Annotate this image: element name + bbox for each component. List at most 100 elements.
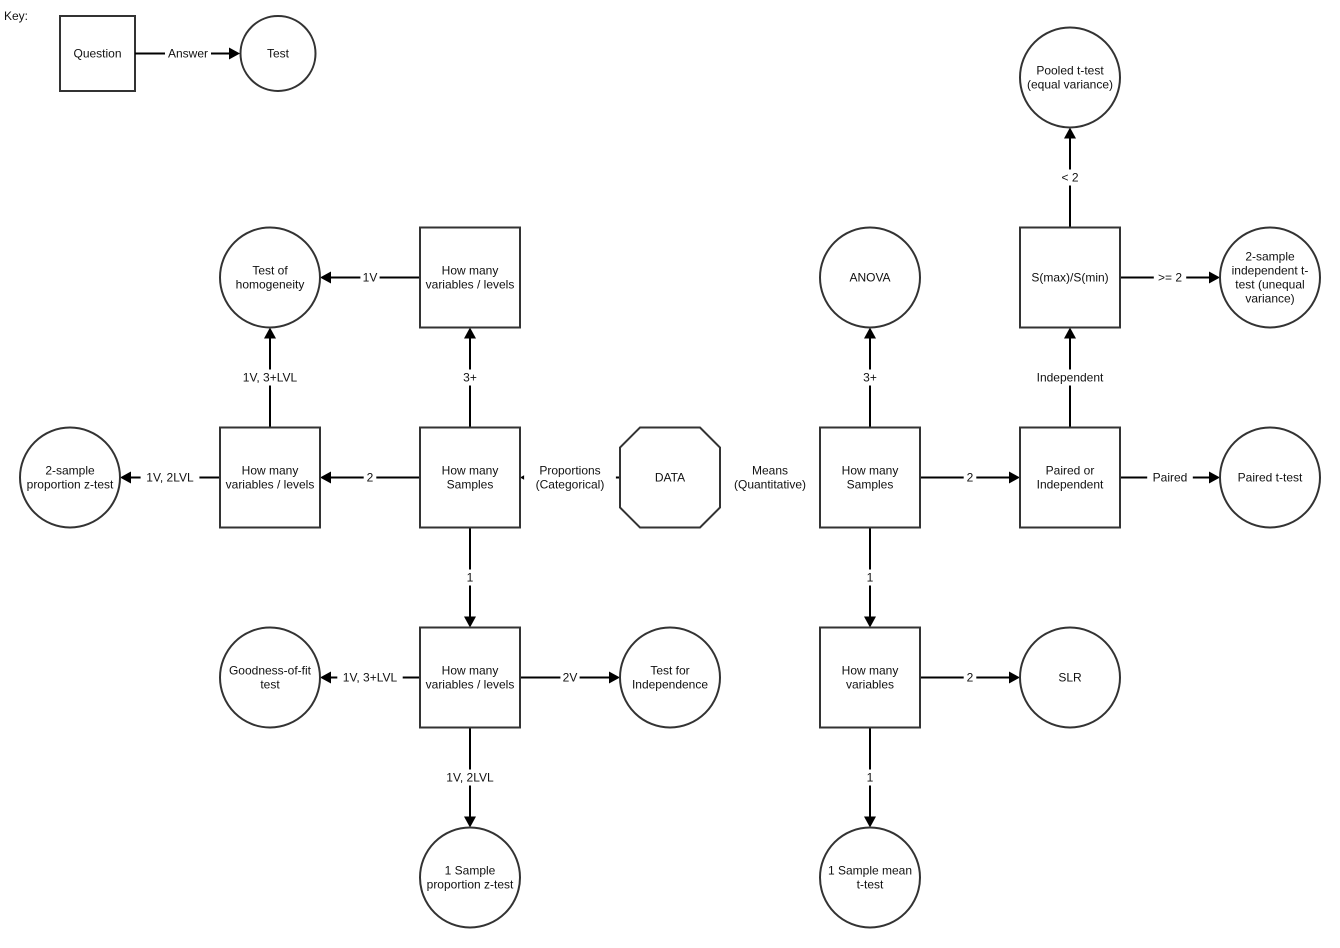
arrowhead-icon [1209,471,1220,484]
arrowhead-icon [609,671,620,684]
edge-prop-samples-to-prop-vars-top: 3+ [460,327,480,428]
edge-prop-vars-left-to-two-prop-z: 1V, 2LVL [120,469,220,486]
node-label: Goodness-of-fit [229,664,312,678]
node-label: variance) [1245,292,1294,306]
node-slr: SLR [1019,626,1121,729]
arrowhead-icon [320,271,331,284]
node-label: Samples [847,478,894,492]
node-label: How many [442,264,499,278]
edge-label: 1 [467,571,474,585]
key-arrowhead [229,47,240,60]
edge-data-to-prop-samples: Proportions(Categorical) [520,462,620,493]
edge-label: 3+ [863,371,877,385]
edge-label: 1V [363,271,378,285]
arrowhead-icon [864,616,876,628]
edge-label-bg [720,462,820,493]
node-label: variables / levels [426,278,515,292]
node-label: test (unequal [1235,278,1304,292]
node-label: (equal variance) [1027,78,1113,92]
key-question-node [59,15,136,92]
edge-label: Proportions [539,464,600,478]
arrowhead-icon [864,816,876,828]
arrowhead-icon [464,816,476,828]
edge-label: (Quantitative) [734,478,806,492]
key-answer-label-bg [165,45,211,61]
edge-label-bg [863,569,877,586]
node-label: SLR [1058,671,1082,685]
edge-label: >= 2 [1158,271,1182,285]
node-label: 1 Sample [445,864,496,878]
node-label: variables / levels [426,678,515,692]
edge-label-bg [460,369,480,386]
edge-label-bg [963,669,977,686]
node-label: independent t- [1232,264,1309,278]
edge-label-bg [860,369,880,386]
edge-label: 2 [367,471,374,485]
arrowhead-icon [1209,271,1220,284]
edge-label: 1V, 3+LVL [343,671,398,685]
edge-label-bg [1057,169,1083,186]
key-title: Key: [4,9,28,23]
edge-prop-vars-left-to-homogeneity: 1V, 3+LVL [237,327,303,428]
edge-label: < 2 [1061,171,1078,185]
edge-label-bg [360,269,380,286]
edge-label-bg [1147,469,1193,486]
edge-label: Means [752,464,788,478]
question-box [1019,226,1121,329]
node-label: How many [842,664,899,678]
test-circle [619,626,721,729]
edge-prop-vars-bottom-to-gof: 1V, 3+LVL [320,669,420,686]
node-label: Test of [252,264,288,278]
node-label: How many [442,464,499,478]
key-test-label: Test [267,47,290,61]
node-label: homogeneity [236,278,305,292]
test-circle [1219,426,1321,529]
edge-label-bg [1030,369,1110,386]
node-pooled-t: Pooled t-test(equal variance) [1019,26,1121,129]
node-label: Independent [1037,478,1104,492]
edge-label: Paired [1153,471,1188,485]
arrowhead-icon [1009,671,1020,684]
test-circle [1019,626,1121,729]
edge-prop-vars-bottom-to-independence: 2V [520,669,620,686]
question-box [819,626,921,729]
node-label: How many [842,464,899,478]
arrowhead-icon [1064,127,1076,139]
edge-label: 1V, 2LVL [146,471,194,485]
node-label: Paired or [1046,464,1095,478]
edge-label-bg [863,769,877,786]
edge-smax-smin-to-pooled-t: < 2 [1057,127,1083,228]
arrowhead-icon [264,327,276,339]
node-label: S(max)/S(min) [1031,271,1108,285]
arrowhead-icon [464,327,476,339]
edges-layer: Proportions(Categorical) Means(Quantitati… [120,127,1220,828]
edge-smax-smin-to-two-sample-indep-t: >= 2 [1120,269,1220,286]
edge-prop-vars-bottom-to-one-prop-z: 1V, 2LVL [440,727,500,828]
node-label: How many [242,464,299,478]
edge-label: 3+ [463,371,477,385]
node-label: test [260,678,280,692]
edge-label-bg [237,369,303,386]
edge-label: 2 [967,671,974,685]
key-question-label: Question [73,47,121,61]
key-test-node [239,15,317,92]
test-circle [819,226,921,329]
edge-mean-samples-to-mean-vars: 1 [863,527,877,628]
edge-label-bg [1153,269,1187,286]
test-circle [819,826,921,929]
edge-mean-vars-to-slr: 2 [920,669,1020,686]
edge-mean-samples-to-paired-indep: 2 [920,469,1020,486]
edge-label: (Categorical) [536,478,605,492]
edge-label-bg [524,462,616,493]
